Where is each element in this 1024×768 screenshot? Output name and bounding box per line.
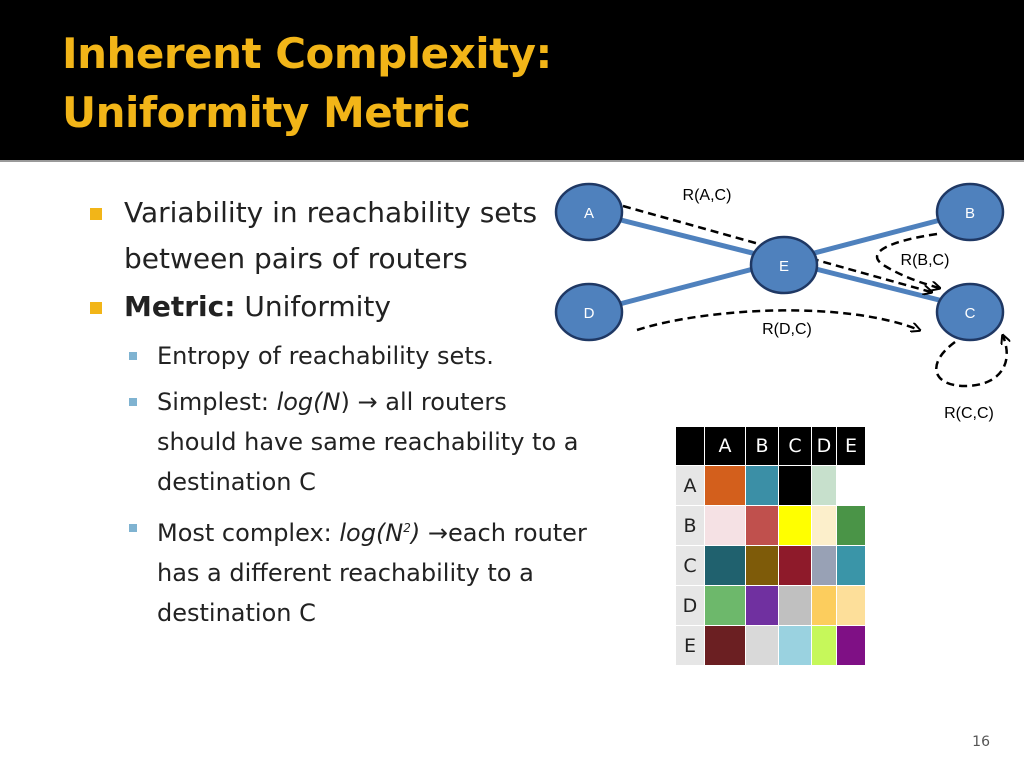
subbullet-prefix: Most complex: xyxy=(157,519,340,547)
bullet-metric: Metric: Uniformity xyxy=(90,284,590,330)
matrix-cell xyxy=(745,625,779,666)
matrix-cell xyxy=(778,465,812,506)
arrow-r-b-c xyxy=(876,232,939,288)
title-divider xyxy=(0,160,1024,162)
matrix-cell xyxy=(704,545,746,586)
subbullet-entropy: Entropy of reachability sets. xyxy=(90,336,590,376)
math-log-n: log(N xyxy=(276,388,341,416)
subbullet-text: each router has a different reachability… xyxy=(157,519,587,627)
matrix-row: A xyxy=(675,465,866,506)
subbullet-text: Entropy of reachability sets. xyxy=(157,342,494,370)
node-d-circle xyxy=(554,282,624,342)
matrix-row-header: D xyxy=(675,585,705,626)
bullet-text: Uniformity xyxy=(235,290,391,323)
arrow-r-d-c xyxy=(636,309,919,330)
subbullet-simplest: Simplest: log(N) → all routers should ha… xyxy=(90,382,590,502)
arrow-r-c-c xyxy=(935,336,1006,388)
matrix-cell xyxy=(778,585,812,626)
matrix-cell xyxy=(811,545,837,586)
math-close: ) xyxy=(340,388,350,416)
node-a-label: A xyxy=(584,205,594,222)
matrix-cell xyxy=(745,505,779,546)
matrix-col-header: A xyxy=(704,426,746,466)
matrix-cell xyxy=(836,465,866,506)
matrix-cell xyxy=(745,545,779,586)
arrow-right-icon: → xyxy=(357,388,378,416)
label-r-c-c: R(C,C) xyxy=(944,405,994,422)
small-square-bullet-icon xyxy=(129,352,137,360)
network-diagram: A B E D C R(A,C) R(B,C) R(D,C) R(C,C) xyxy=(554,182,1024,422)
node-b-label: B xyxy=(965,205,975,222)
subbullet-text: all routers should have same reachabilit… xyxy=(157,388,579,496)
reachability-matrix: A B C D E A B C D E xyxy=(675,426,866,666)
matrix-cell xyxy=(811,505,837,546)
matrix-cell xyxy=(778,625,812,666)
matrix-cell xyxy=(704,465,746,506)
matrix-row: C xyxy=(675,545,866,586)
math-superscript: 2 xyxy=(403,521,411,535)
bullet-text: Variability in reachability sets between… xyxy=(124,196,538,275)
arrow-right-icon: → xyxy=(427,519,449,547)
node-c-circle xyxy=(935,282,1005,342)
matrix-cell xyxy=(836,505,866,546)
node-e-label: E xyxy=(779,258,789,275)
node-c-label: C xyxy=(965,305,976,322)
matrix-row-header: C xyxy=(675,545,705,586)
matrix-row-header: E xyxy=(675,625,705,666)
label-r-a-c: R(A,C) xyxy=(683,187,732,204)
small-square-bullet-icon xyxy=(129,524,137,532)
matrix-cell xyxy=(745,465,779,506)
title-line-1: Inherent Complexity: xyxy=(62,29,552,78)
node-a-circle xyxy=(554,182,624,242)
node-b-circle xyxy=(935,182,1005,242)
matrix-cell xyxy=(704,625,746,666)
page-number: 16 xyxy=(972,734,990,750)
matrix-cell xyxy=(778,505,812,546)
matrix-col-header: E xyxy=(836,426,866,466)
bullet-bold-text: Metric: xyxy=(124,290,236,323)
matrix-row-header: A xyxy=(675,465,705,506)
matrix-row: D xyxy=(675,585,866,626)
bullet-list: Variability in reachability sets between… xyxy=(90,190,590,633)
math-log-n: log(N xyxy=(339,519,404,547)
math-close: ) xyxy=(410,519,421,547)
subbullet-prefix: Simplest: xyxy=(157,388,277,416)
subbullet-most-complex: Most complex: log(N2) →each router has a… xyxy=(90,508,590,633)
matrix-col-header: C xyxy=(778,426,812,466)
matrix-cell xyxy=(745,585,779,626)
matrix-cell xyxy=(778,545,812,586)
matrix-cell xyxy=(811,465,837,506)
square-bullet-icon xyxy=(90,302,102,314)
matrix-cell xyxy=(704,585,746,626)
square-bullet-icon xyxy=(90,208,102,220)
node-d-label: D xyxy=(584,305,595,322)
matrix-col-header: B xyxy=(745,426,779,466)
label-r-b-c: R(B,C) xyxy=(901,252,950,269)
slide-title: Inherent Complexity: Uniformity Metric xyxy=(62,24,552,142)
bullet-variability: Variability in reachability sets between… xyxy=(90,190,590,282)
title-bar: Inherent Complexity: Uniformity Metric xyxy=(0,0,1024,160)
matrix-header-row: A B C D E xyxy=(675,426,866,466)
label-r-d-c: R(D,C) xyxy=(762,321,812,338)
matrix-cell xyxy=(704,505,746,546)
matrix-row: E xyxy=(675,625,866,666)
matrix-cell xyxy=(836,585,866,626)
matrix-row: B xyxy=(675,505,866,546)
matrix-corner xyxy=(675,426,705,466)
small-square-bullet-icon xyxy=(129,398,137,406)
matrix-cell xyxy=(836,545,866,586)
matrix-cell xyxy=(836,625,866,666)
title-line-2: Uniformity Metric xyxy=(62,88,471,137)
matrix-col-header: D xyxy=(811,426,837,466)
node-e-circle xyxy=(749,235,819,295)
matrix-cell xyxy=(811,585,837,626)
matrix-row-header: B xyxy=(675,505,705,546)
matrix-cell xyxy=(811,625,837,666)
math-log-n2: log(N2) xyxy=(339,519,420,547)
